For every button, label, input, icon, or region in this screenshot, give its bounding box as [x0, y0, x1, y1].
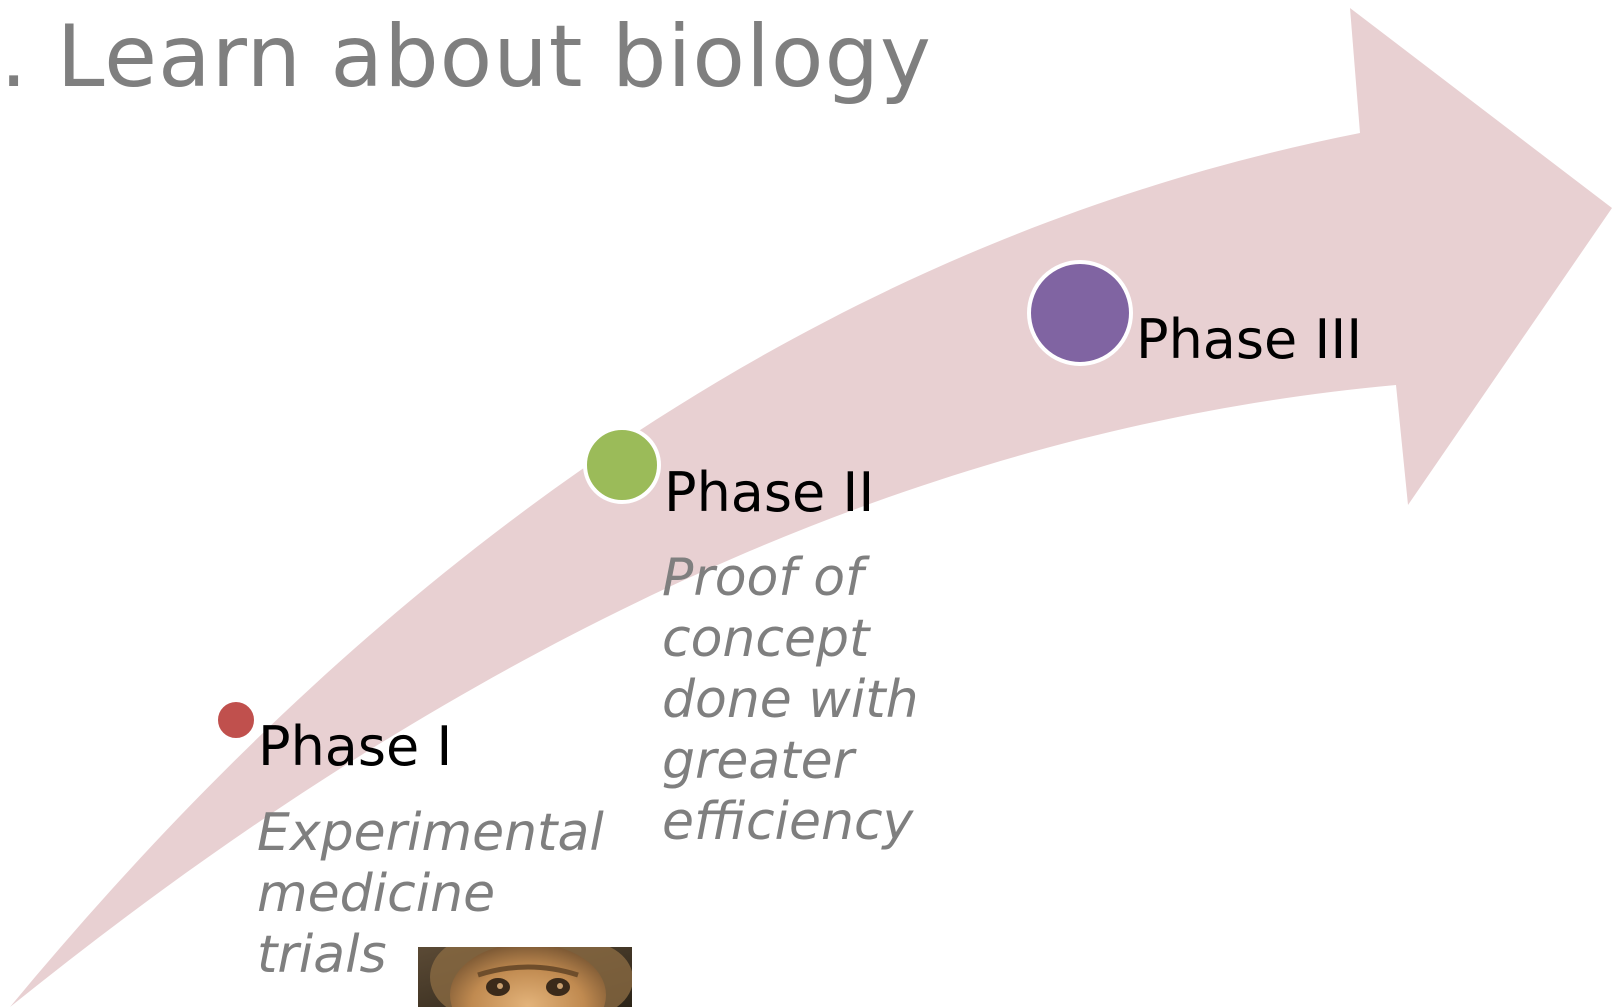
phase-1-label: Phase I: [258, 715, 453, 778]
slide-title: . Learn about biology: [0, 7, 932, 107]
monkey-photo: [418, 947, 632, 1007]
phase-2-dot: [583, 426, 661, 504]
phase-2-description: Proof of concept done with greater effic…: [662, 548, 919, 852]
curved-arrow: [10, 8, 1612, 1007]
phase-1-dot: [214, 698, 258, 742]
phase-3-label: Phase III: [1136, 308, 1363, 371]
phase-2-label: Phase II: [664, 461, 875, 524]
phase-3-dot: [1027, 260, 1133, 366]
phase-1-description: Experimental medicine trials: [257, 803, 604, 985]
